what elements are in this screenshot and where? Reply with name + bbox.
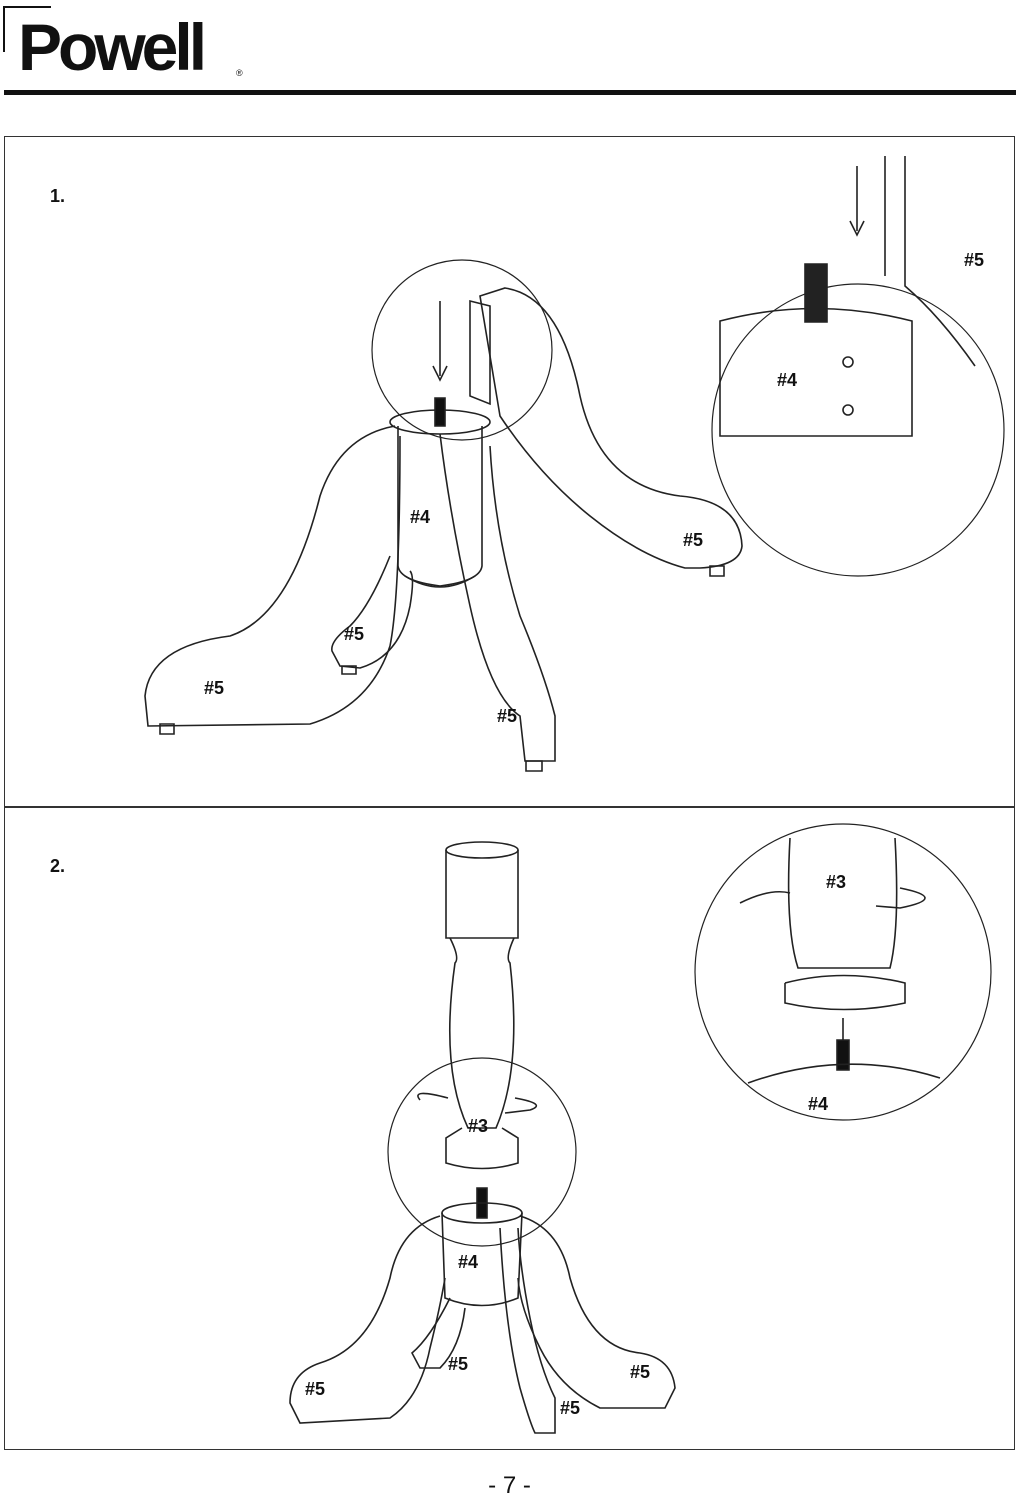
detail-label-post: #4 xyxy=(777,370,797,390)
arrow-head xyxy=(433,366,447,380)
leg-front-left xyxy=(290,1216,445,1423)
bolt-icon xyxy=(435,398,445,426)
post-4-body xyxy=(398,426,482,586)
detail-post-top xyxy=(748,1064,940,1083)
leg-foot xyxy=(710,566,724,576)
label-leg-back-left: #5 xyxy=(344,624,364,644)
bolt-icon xyxy=(837,1040,849,1070)
registered-mark: ® xyxy=(236,68,243,78)
step-2-diagram: #3 #4 #5 #5 #5 #5 #3 #4 xyxy=(0,808,1019,1448)
label-leg-front-left: #5 xyxy=(204,678,224,698)
label-leg-back-right: #5 xyxy=(683,530,703,550)
step-divider xyxy=(4,806,1015,808)
step-1-number: 1. xyxy=(50,186,66,206)
detail-circle xyxy=(712,284,1004,576)
step-1-diagram: #4 #5 #5 #5 #5 #5 #4 xyxy=(0,136,1019,806)
detail-label-post: #4 xyxy=(808,1094,828,1114)
label-leg-front-right: #5 xyxy=(560,1398,580,1418)
post-4-collar xyxy=(405,576,475,587)
arrow-head xyxy=(850,221,864,235)
column-upper xyxy=(446,850,518,938)
brand-logo: Powell xyxy=(18,10,207,84)
label-leg-back-left: #5 xyxy=(448,1354,468,1374)
leg-foot xyxy=(160,724,174,734)
leg-foot xyxy=(342,666,356,674)
label-leg-front-right: #5 xyxy=(497,706,517,726)
bolt-icon xyxy=(805,264,827,322)
screw-icon xyxy=(843,405,853,415)
leg-front-right xyxy=(440,434,555,761)
magnify-circle xyxy=(372,260,552,440)
label-leg-back-right: #5 xyxy=(630,1362,650,1382)
detail-post xyxy=(720,309,912,437)
rotate-arrow-icon xyxy=(740,888,925,908)
column-top xyxy=(446,842,518,858)
detail-label-leg: #5 xyxy=(964,250,984,270)
label-post-4: #4 xyxy=(410,507,430,527)
leg-front-center xyxy=(500,1228,555,1433)
magnify-circle xyxy=(388,1058,576,1246)
leg-front-left xyxy=(145,426,400,726)
page-number: - 7 - xyxy=(488,1472,531,1499)
leg-back-right xyxy=(480,288,742,568)
detail-label-column: #3 xyxy=(826,872,846,892)
leg-back-left xyxy=(412,1298,465,1368)
detail-leg xyxy=(885,156,975,366)
step-2-number: 2. xyxy=(50,856,66,876)
leg-front-right xyxy=(518,1216,675,1408)
leg-back-left xyxy=(332,556,413,668)
column-base xyxy=(446,1128,518,1169)
instruction-frame xyxy=(4,136,1015,1450)
post-body xyxy=(442,1213,522,1306)
label-column-3: #3 xyxy=(468,1116,488,1136)
detail-column xyxy=(789,838,897,968)
screw-icon xyxy=(843,357,853,367)
label-post-4: #4 xyxy=(458,1252,478,1272)
leg-tenon xyxy=(470,301,490,404)
label-leg-front-left: #5 xyxy=(305,1379,325,1399)
page-header: Powell ® xyxy=(0,0,1019,100)
detail-circle xyxy=(695,824,991,1120)
header-rule xyxy=(4,90,1016,95)
column-body xyxy=(450,938,514,1128)
brand-logo-frame xyxy=(3,6,51,52)
detail-base xyxy=(785,976,905,1010)
leg-foot xyxy=(526,761,542,771)
rotate-arrow-icon xyxy=(418,1093,536,1113)
